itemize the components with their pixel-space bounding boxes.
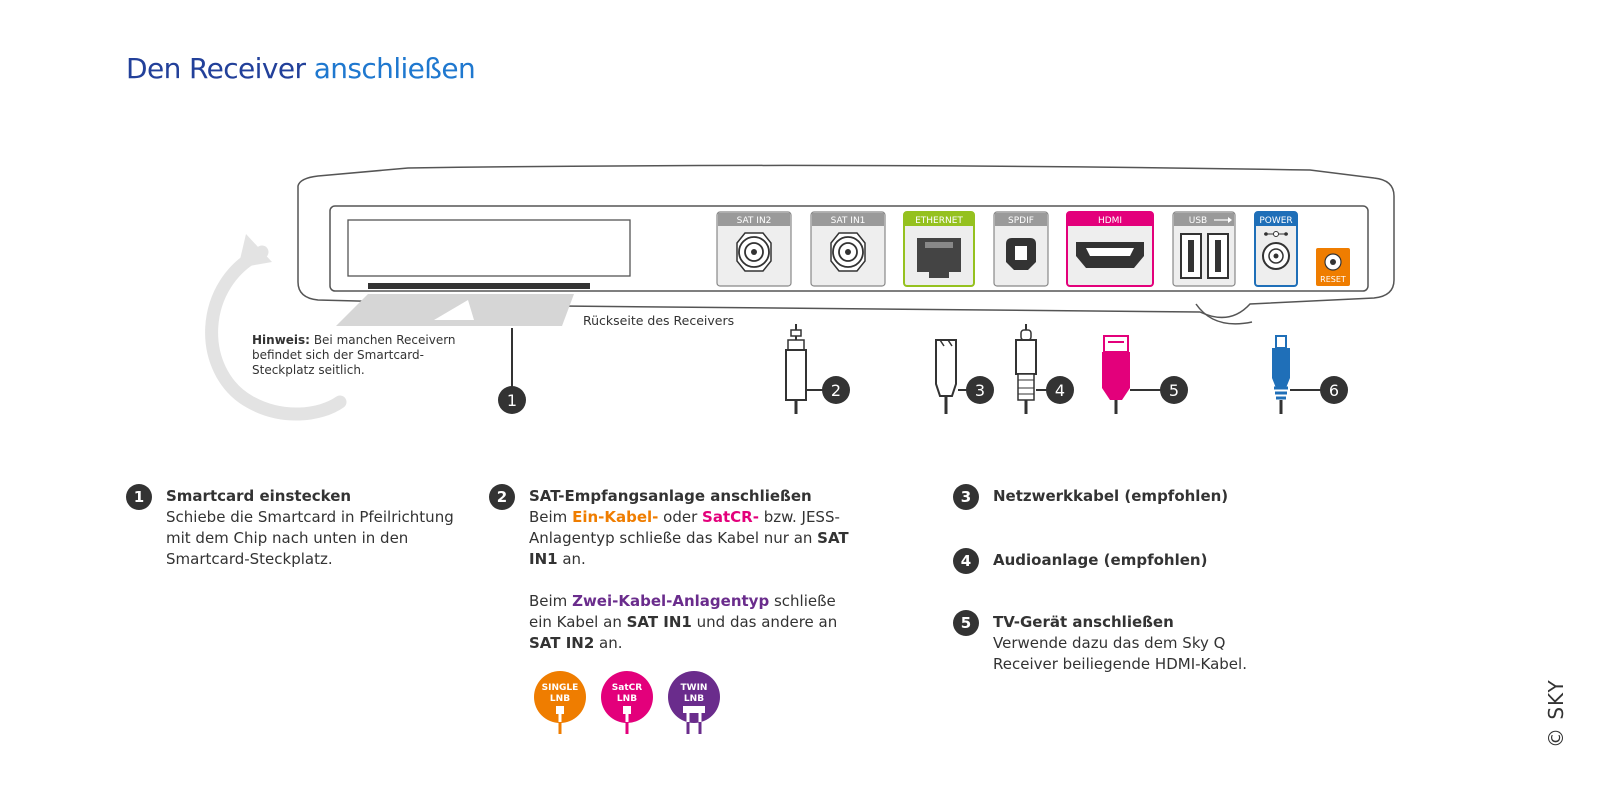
marker-6: 6 [1320, 376, 1348, 404]
hint-text: Bei manchen Receivern befindet sich der … [252, 333, 456, 377]
reset-button: RESET [1316, 248, 1350, 286]
port-spdif: SPDIF [993, 211, 1049, 287]
port-sat-in1: SAT IN1 [810, 211, 886, 287]
step-2-heading: SAT-Empfangsanlage anschließen [529, 487, 812, 505]
marker-2: 2 [822, 376, 850, 404]
marker-1: 1 [498, 386, 526, 414]
ethernet-plug-icon [935, 339, 976, 414]
step-1-number: 1 [126, 484, 152, 510]
step-1-heading: Smartcard einstecken [166, 487, 352, 505]
port-sat-in2: SAT IN2 [716, 211, 792, 287]
lnb-twin-line1: TWIN [681, 683, 708, 693]
step-5-number: 5 [953, 610, 979, 636]
curved-arrow-icon [205, 234, 347, 421]
port-label-hdmi: HDMI [1098, 216, 1122, 226]
power-plug-icon [1272, 335, 1326, 414]
zwei-kabel-term: Zwei-Kabel-Anlagentyp [572, 592, 770, 610]
lnb-twin-line2: LNB [684, 694, 704, 704]
lnb-single-line1: SINGLE [542, 683, 579, 693]
hdmi-plug-icon [1102, 335, 1166, 414]
polarity-icon [1264, 231, 1288, 237]
port-label-sat-in2: SAT IN2 [737, 216, 772, 226]
page-title: Den Receiver anschließen [126, 52, 476, 85]
port-label-ethernet: ETHERNET [915, 216, 963, 226]
step-2-paragraph-2: Beim Zwei-Kabel-Anlagentyp schließe ein … [529, 592, 838, 652]
lnb-satcr-line1: SatCR [612, 683, 642, 693]
lnb-satcr-line2: LNB [617, 694, 637, 704]
usb-symbol-icon [1214, 217, 1232, 223]
hint-label: Hinweis: [252, 333, 310, 347]
port-label-usb: USB [1189, 216, 1207, 226]
lnb-twin-badge: TWIN LNB [668, 671, 720, 734]
hint-note: Hinweis: Bei manchen Receivern befindet … [252, 333, 482, 378]
marker-4: 4 [1046, 376, 1074, 404]
step-5-text: Verwende dazu das dem Sky Q Receiver bei… [993, 634, 1247, 673]
marker-3-number: 3 [975, 381, 985, 400]
lnb-satcr-badge: SatCR LNB [601, 671, 653, 734]
marker-6-number: 6 [1329, 381, 1339, 400]
step-4-number: 4 [953, 548, 979, 574]
port-ethernet: ETHERNET [903, 211, 975, 287]
coax-plug-icon [785, 324, 828, 414]
step-3-heading: Netzwerkkabel (empfohlen) [993, 487, 1229, 505]
step-5-heading: TV-Gerät anschließen [993, 613, 1174, 631]
port-usb: USB [1172, 211, 1236, 287]
marker-4-number: 4 [1055, 381, 1065, 400]
port-label-spdif: SPDIF [1008, 216, 1034, 226]
step-1-text: Schiebe die Smartcard in Pfeilrichtung m… [166, 508, 454, 568]
ein-kabel-term: Ein-Kabel- [572, 508, 659, 526]
port-power: POWER [1254, 211, 1298, 287]
port-label-power: POWER [1259, 216, 1292, 226]
marker-5: 5 [1160, 376, 1188, 404]
step-2-paragraph-1: Beim Ein-Kabel- oder SatCR- bzw. JESS-An… [529, 508, 849, 568]
title-part-1: Den Receiver [126, 52, 306, 85]
marker-5-number: 5 [1169, 381, 1179, 400]
marker-2-number: 2 [831, 381, 841, 400]
step-3-number: 3 [953, 484, 979, 510]
reset-label: RESET [1320, 275, 1346, 284]
rear-panel-caption: Rückseite des Receivers [583, 313, 735, 328]
title-part-2: anschließen [313, 52, 476, 85]
step-4-heading: Audioanlage (empfohlen) [993, 551, 1208, 569]
copyright: © SKY [1544, 679, 1568, 748]
marker-3: 3 [966, 376, 994, 404]
step-2-number: 2 [489, 484, 515, 510]
lnb-single-line2: LNB [550, 694, 570, 704]
port-label-sat-in1: SAT IN1 [831, 216, 866, 226]
audio-plug-icon [1015, 324, 1056, 414]
lnb-single-badge: SINGLE LNB [534, 671, 586, 734]
port-hdmi: HDMI [1066, 211, 1154, 287]
satcr-term: SatCR- [702, 508, 759, 526]
marker-1-number: 1 [507, 391, 517, 410]
